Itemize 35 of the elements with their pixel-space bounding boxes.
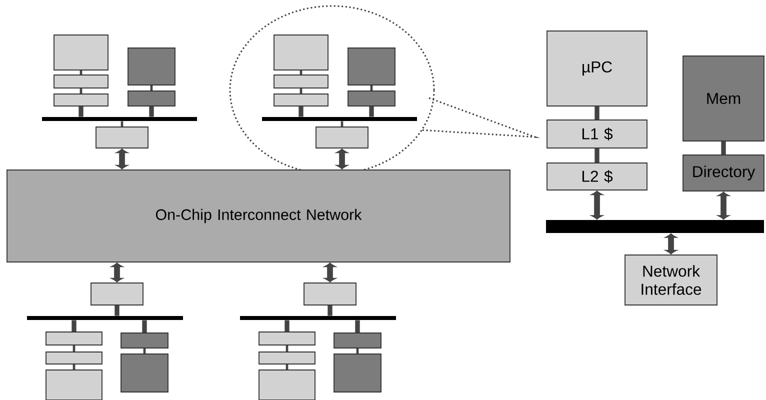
network-interface-box bbox=[90, 282, 144, 306]
arrow bbox=[116, 148, 128, 170]
memory-box bbox=[128, 48, 176, 86]
arrow bbox=[717, 192, 730, 220]
directory-box bbox=[120, 332, 168, 348]
network-interface-box: Network Interface bbox=[624, 254, 718, 306]
cache-box bbox=[258, 332, 316, 346]
processor-box bbox=[54, 34, 108, 70]
directory-box: Directory bbox=[682, 154, 764, 192]
cache-box: L2 $ bbox=[546, 162, 648, 190]
processor-box bbox=[46, 370, 102, 400]
cache-box: L1 $ bbox=[546, 120, 648, 148]
network-interface-box bbox=[96, 126, 148, 148]
interconnect-box: On-Chip Interconnect Network bbox=[6, 170, 510, 262]
cache-box bbox=[54, 74, 108, 88]
arrow bbox=[324, 262, 336, 282]
directory-box bbox=[128, 90, 176, 106]
cache-box bbox=[258, 352, 316, 364]
network-interface-box bbox=[304, 282, 356, 306]
arrow bbox=[664, 233, 678, 254]
processor-box: µPC bbox=[546, 30, 648, 106]
bus-bar bbox=[240, 316, 396, 320]
directory-box bbox=[334, 332, 382, 348]
arrow bbox=[590, 190, 604, 220]
cache-box bbox=[54, 94, 108, 106]
memory-box bbox=[120, 354, 168, 392]
bus-bar bbox=[42, 117, 197, 121]
memory-box bbox=[334, 354, 382, 392]
arrow bbox=[110, 262, 124, 282]
bus-bar bbox=[27, 316, 183, 320]
processor-box bbox=[258, 370, 316, 400]
bus-bar bbox=[546, 220, 764, 233]
cache-box bbox=[46, 352, 102, 364]
memory-box: Mem bbox=[682, 56, 764, 142]
cache-box bbox=[46, 332, 102, 346]
